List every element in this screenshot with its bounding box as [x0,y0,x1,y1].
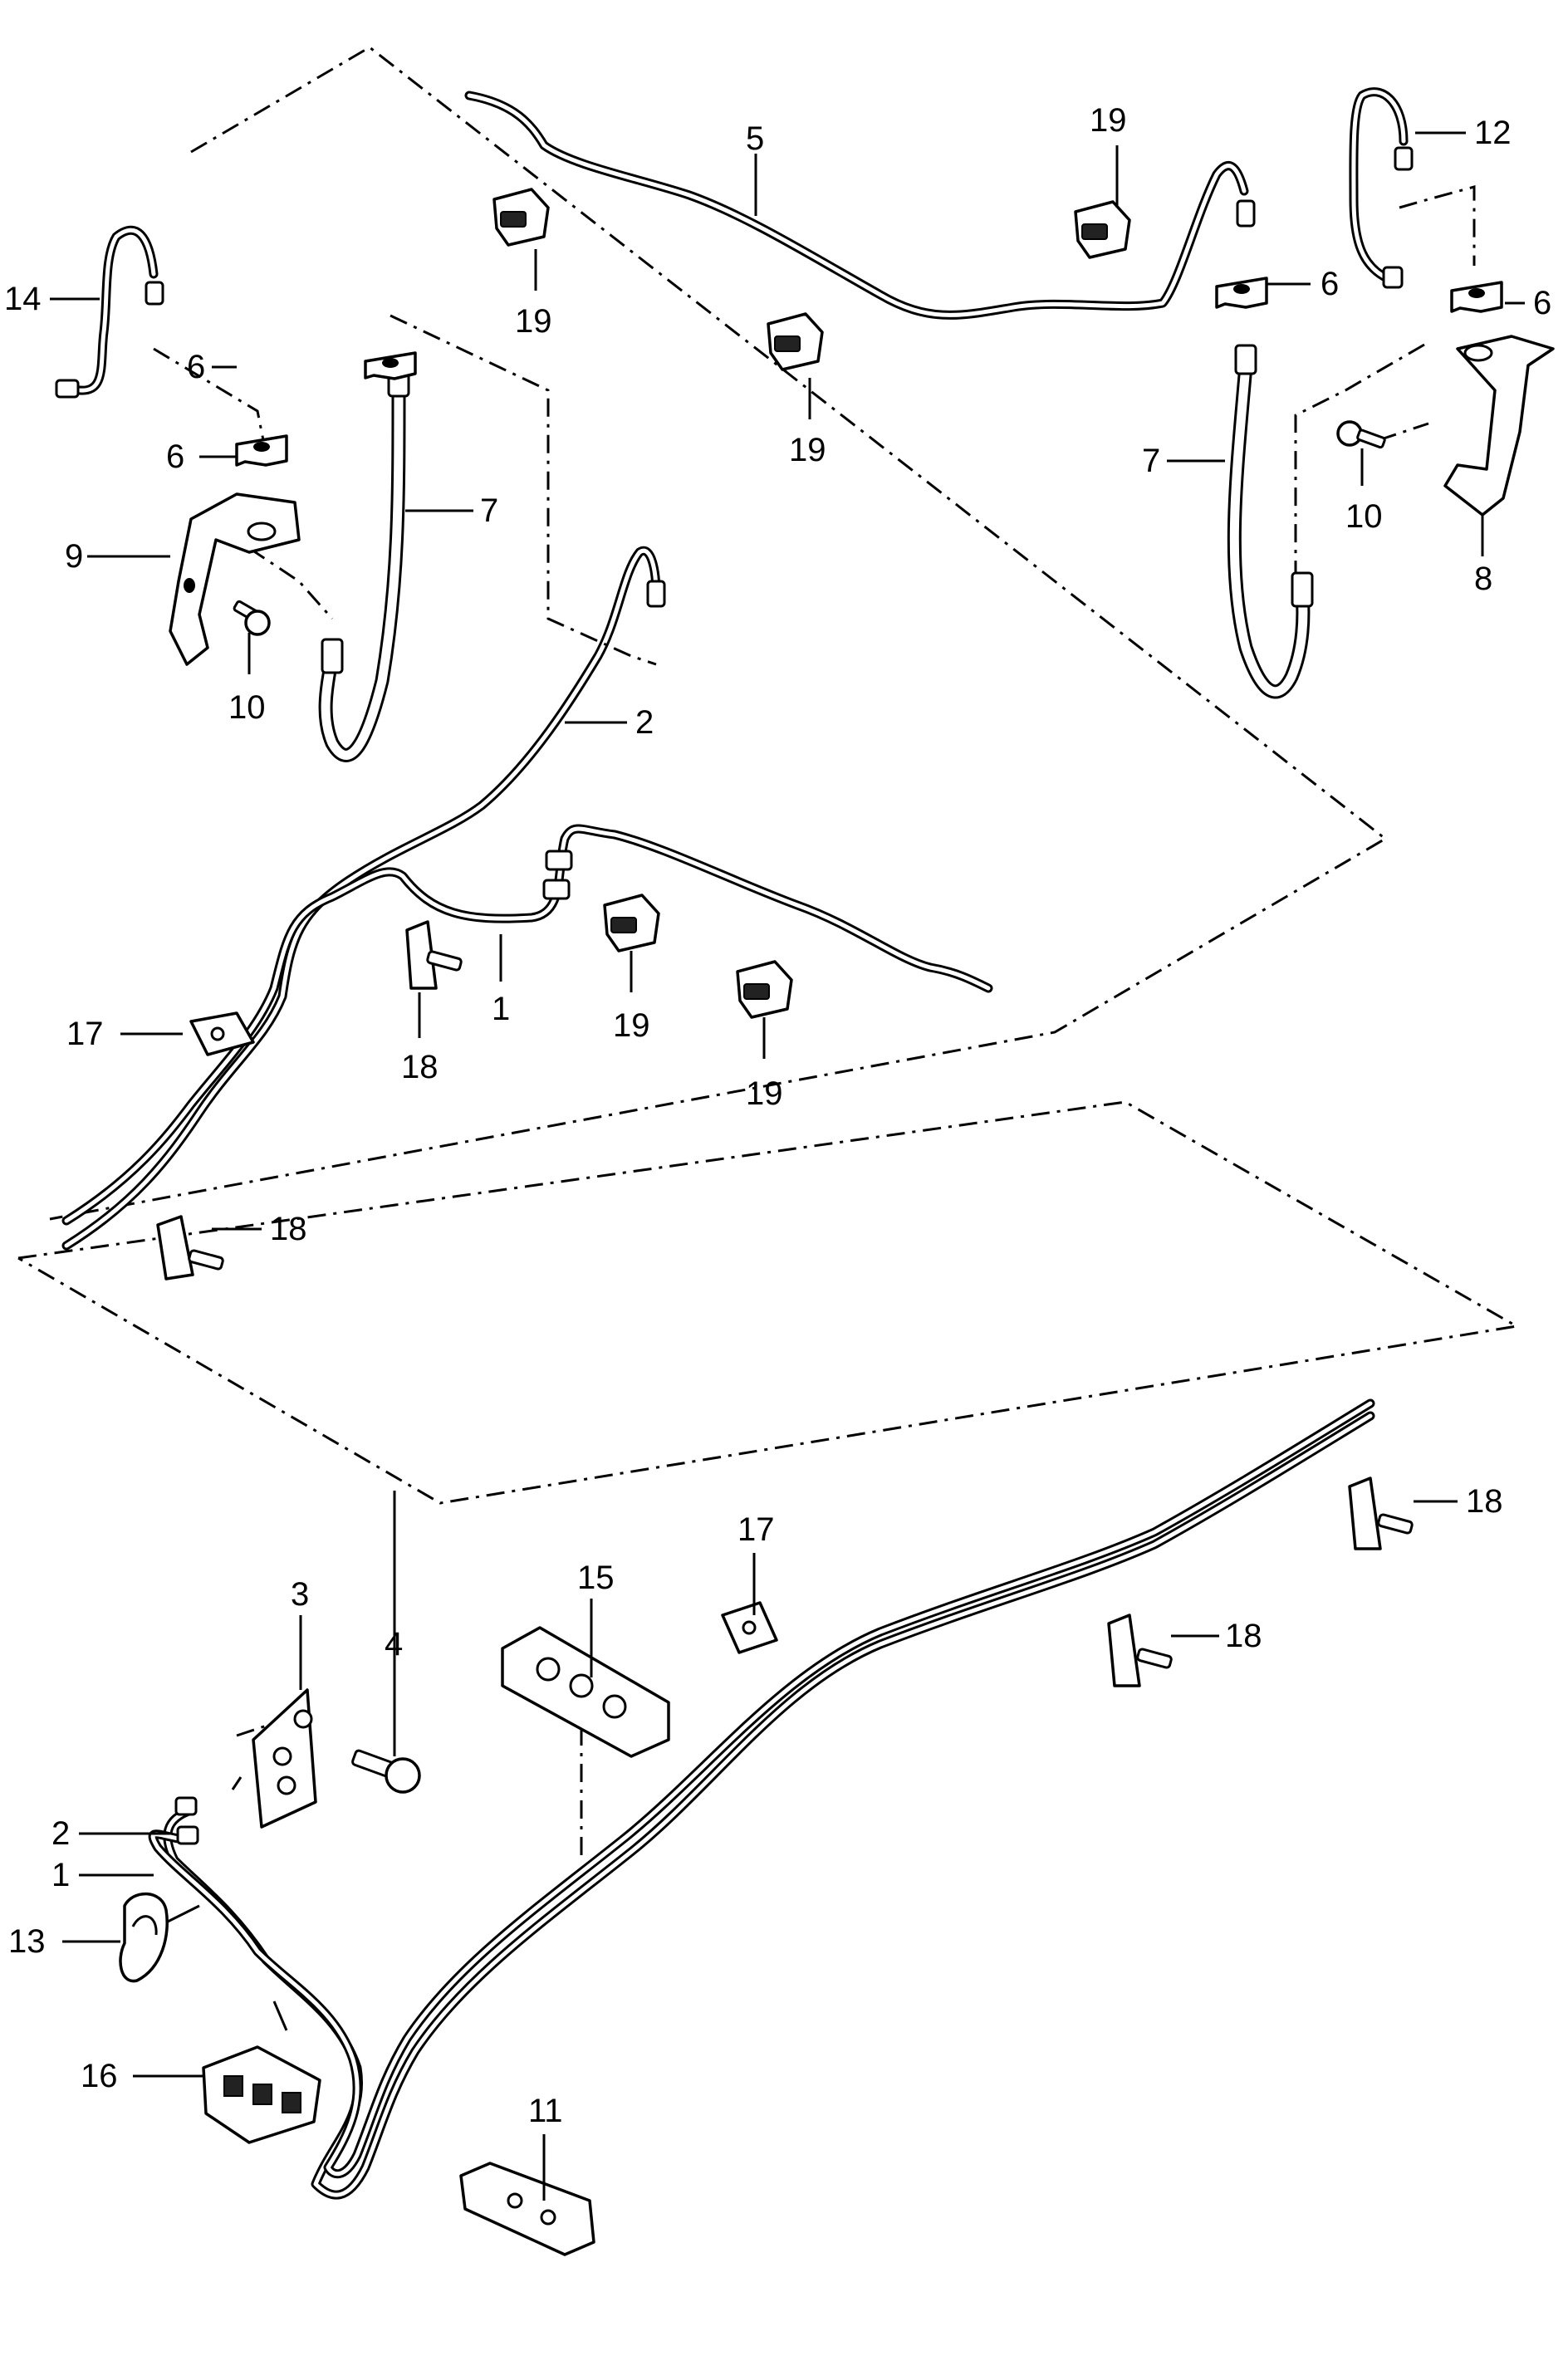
clip-19-a [492,188,550,247]
callout-5: 5 [746,120,764,157]
assembly-outline-lower [17,1100,1521,1505]
brake-line-2-upper [61,546,666,1251]
bracket-6-b [235,434,288,467]
callout-3: 3 [291,1576,309,1613]
callout-9: 9 [65,538,83,575]
clamp-17-lower [721,1601,778,1654]
clip-19-c [1074,200,1131,259]
brake-line-5 [464,91,1256,320]
bolt-4 [351,1749,421,1794]
callout-11: 12 [1474,115,1512,151]
callout-7-left: 7 [480,492,498,529]
brake-hose-7-right [1227,344,1314,699]
clip-13 [119,1892,169,1983]
callout-17-lower: 17 [737,1511,775,1548]
brake-line-1-upper [61,824,993,1226]
callout-7-right: 7 [1142,443,1160,479]
callout-12: 14 [4,281,42,317]
callout-19-top-mid: 19 [789,432,826,468]
bracket-6-a [364,351,417,380]
clip-16 [501,1626,670,1758]
bracket-8 [1443,335,1555,517]
callout-6-left: 6 [187,349,205,385]
clamp-18-a [405,920,463,990]
clip-19-e [736,960,793,1019]
bolt-10-right [1336,420,1386,449]
callout-6-right: 6 [1533,285,1551,321]
callout-18-right-mid: 18 [1225,1618,1262,1654]
callout-13: 13 [8,1923,46,1960]
callout-14: 16 [81,2058,118,2094]
callout-19-top-left: 19 [515,303,552,340]
callout-1-upper: 1 [492,991,510,1027]
callouts: 5 19 19 19 14 6 6 12 6 6 7 7 9 10 10 8 2… [4,102,1551,2129]
brake-line-12 [55,225,164,399]
clip-14 [202,2045,321,2144]
callout-6-mid-right: 6 [1321,266,1339,302]
callout-16: 15 [577,1560,615,1596]
clamp-18-c [1107,1614,1173,1687]
bracket-6-c [1215,277,1268,309]
callout-10-left: 10 [228,689,266,726]
callout-10-right: 10 [1345,498,1383,535]
callout-8: 8 [1474,561,1492,597]
clamp-18-b [156,1215,224,1281]
callout-2-upper: 2 [635,704,654,741]
clip-19-d [603,894,660,952]
bracket-6-d [1450,281,1503,313]
callout-18-right-top: 18 [1466,1483,1503,1520]
callout-2-lower: 2 [51,1815,70,1852]
callout-4: 4 [385,1626,403,1663]
callout-19-lower-left: 19 [613,1007,650,1044]
clamp-17-upper [189,1011,255,1056]
bolt-10-left [233,600,271,636]
callout-1-lower: 1 [51,1857,70,1893]
bracket-9 [169,492,301,666]
bracket-15 [459,2162,595,2256]
callout-6-lower-left: 6 [166,438,184,475]
brake-line-1-lower [148,1398,1375,2179]
callout-19-top-right: 19 [1090,102,1127,139]
callout-19-lower-right: 19 [746,1075,783,1112]
callout-17-upper: 17 [66,1016,104,1052]
brake-hose-7-left [318,366,410,762]
callout-18-upper: 18 [401,1049,439,1085]
bracket-3 [252,1688,317,1829]
callout-15: 11 [528,2093,563,2129]
clamp-18-d [1348,1476,1414,1550]
callout-18-left: 18 [270,1211,307,1247]
clip-19-b [767,312,824,371]
assembly-outline-upper [49,46,1388,1221]
brake-line-11 [1349,87,1414,289]
leader-lines [50,131,1525,2201]
connector-lines [153,185,1476,1860]
